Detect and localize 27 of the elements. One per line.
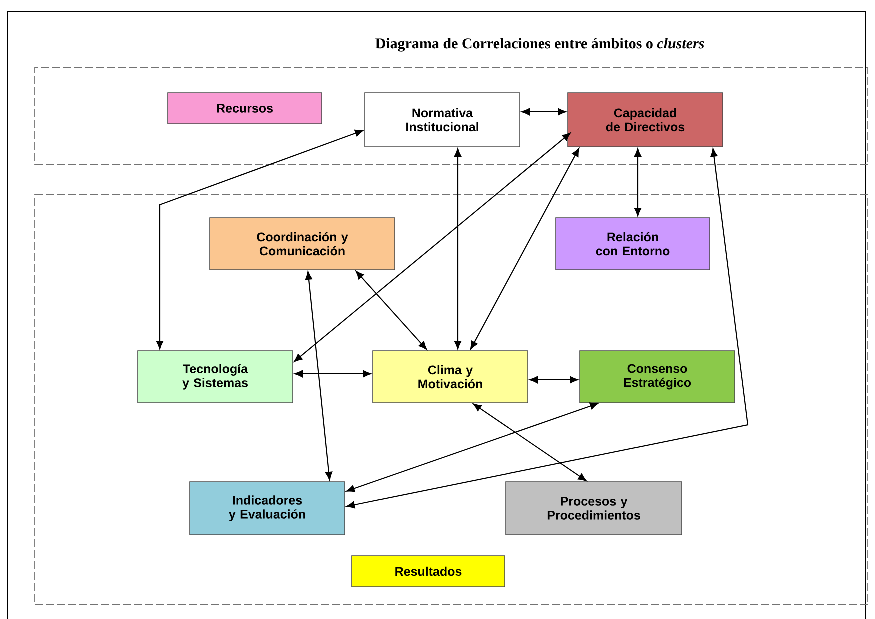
cluster-box: Coordinación y Comunicación xyxy=(210,218,396,270)
arrow xyxy=(634,148,642,216)
cluster-box: Normativa Institucional xyxy=(364,92,520,148)
title: Diagrama de Correlaciones entre ámbitos o clusters xyxy=(376,38,704,52)
arrow xyxy=(454,148,462,350)
cluster-box: Recursos xyxy=(168,92,322,124)
arrow xyxy=(356,271,428,350)
cluster-box: Procesos y Procedimientos xyxy=(506,482,682,536)
cluster-box: Tecnología y Sistemas xyxy=(138,350,294,404)
region-band xyxy=(34,68,868,166)
arrow xyxy=(294,370,372,378)
cluster-box: Consenso Estratégico xyxy=(580,350,736,404)
arrow xyxy=(473,404,587,482)
cluster-box: Resultados xyxy=(352,556,506,588)
arrow xyxy=(470,148,580,350)
arrow xyxy=(156,130,364,350)
cluster-box: Relación con Entorno xyxy=(556,218,710,270)
arrow xyxy=(530,376,578,384)
cluster-box: Indicadores y Evaluación xyxy=(190,482,346,536)
arrow xyxy=(305,272,333,480)
cluster-box: Clima y Motivación xyxy=(372,350,528,404)
arrow xyxy=(346,148,749,509)
region-band xyxy=(34,194,868,606)
arrow xyxy=(346,402,599,492)
cluster-box: Capacidad de Directivos xyxy=(568,92,724,148)
arrow xyxy=(522,108,566,116)
arrow xyxy=(294,132,571,362)
